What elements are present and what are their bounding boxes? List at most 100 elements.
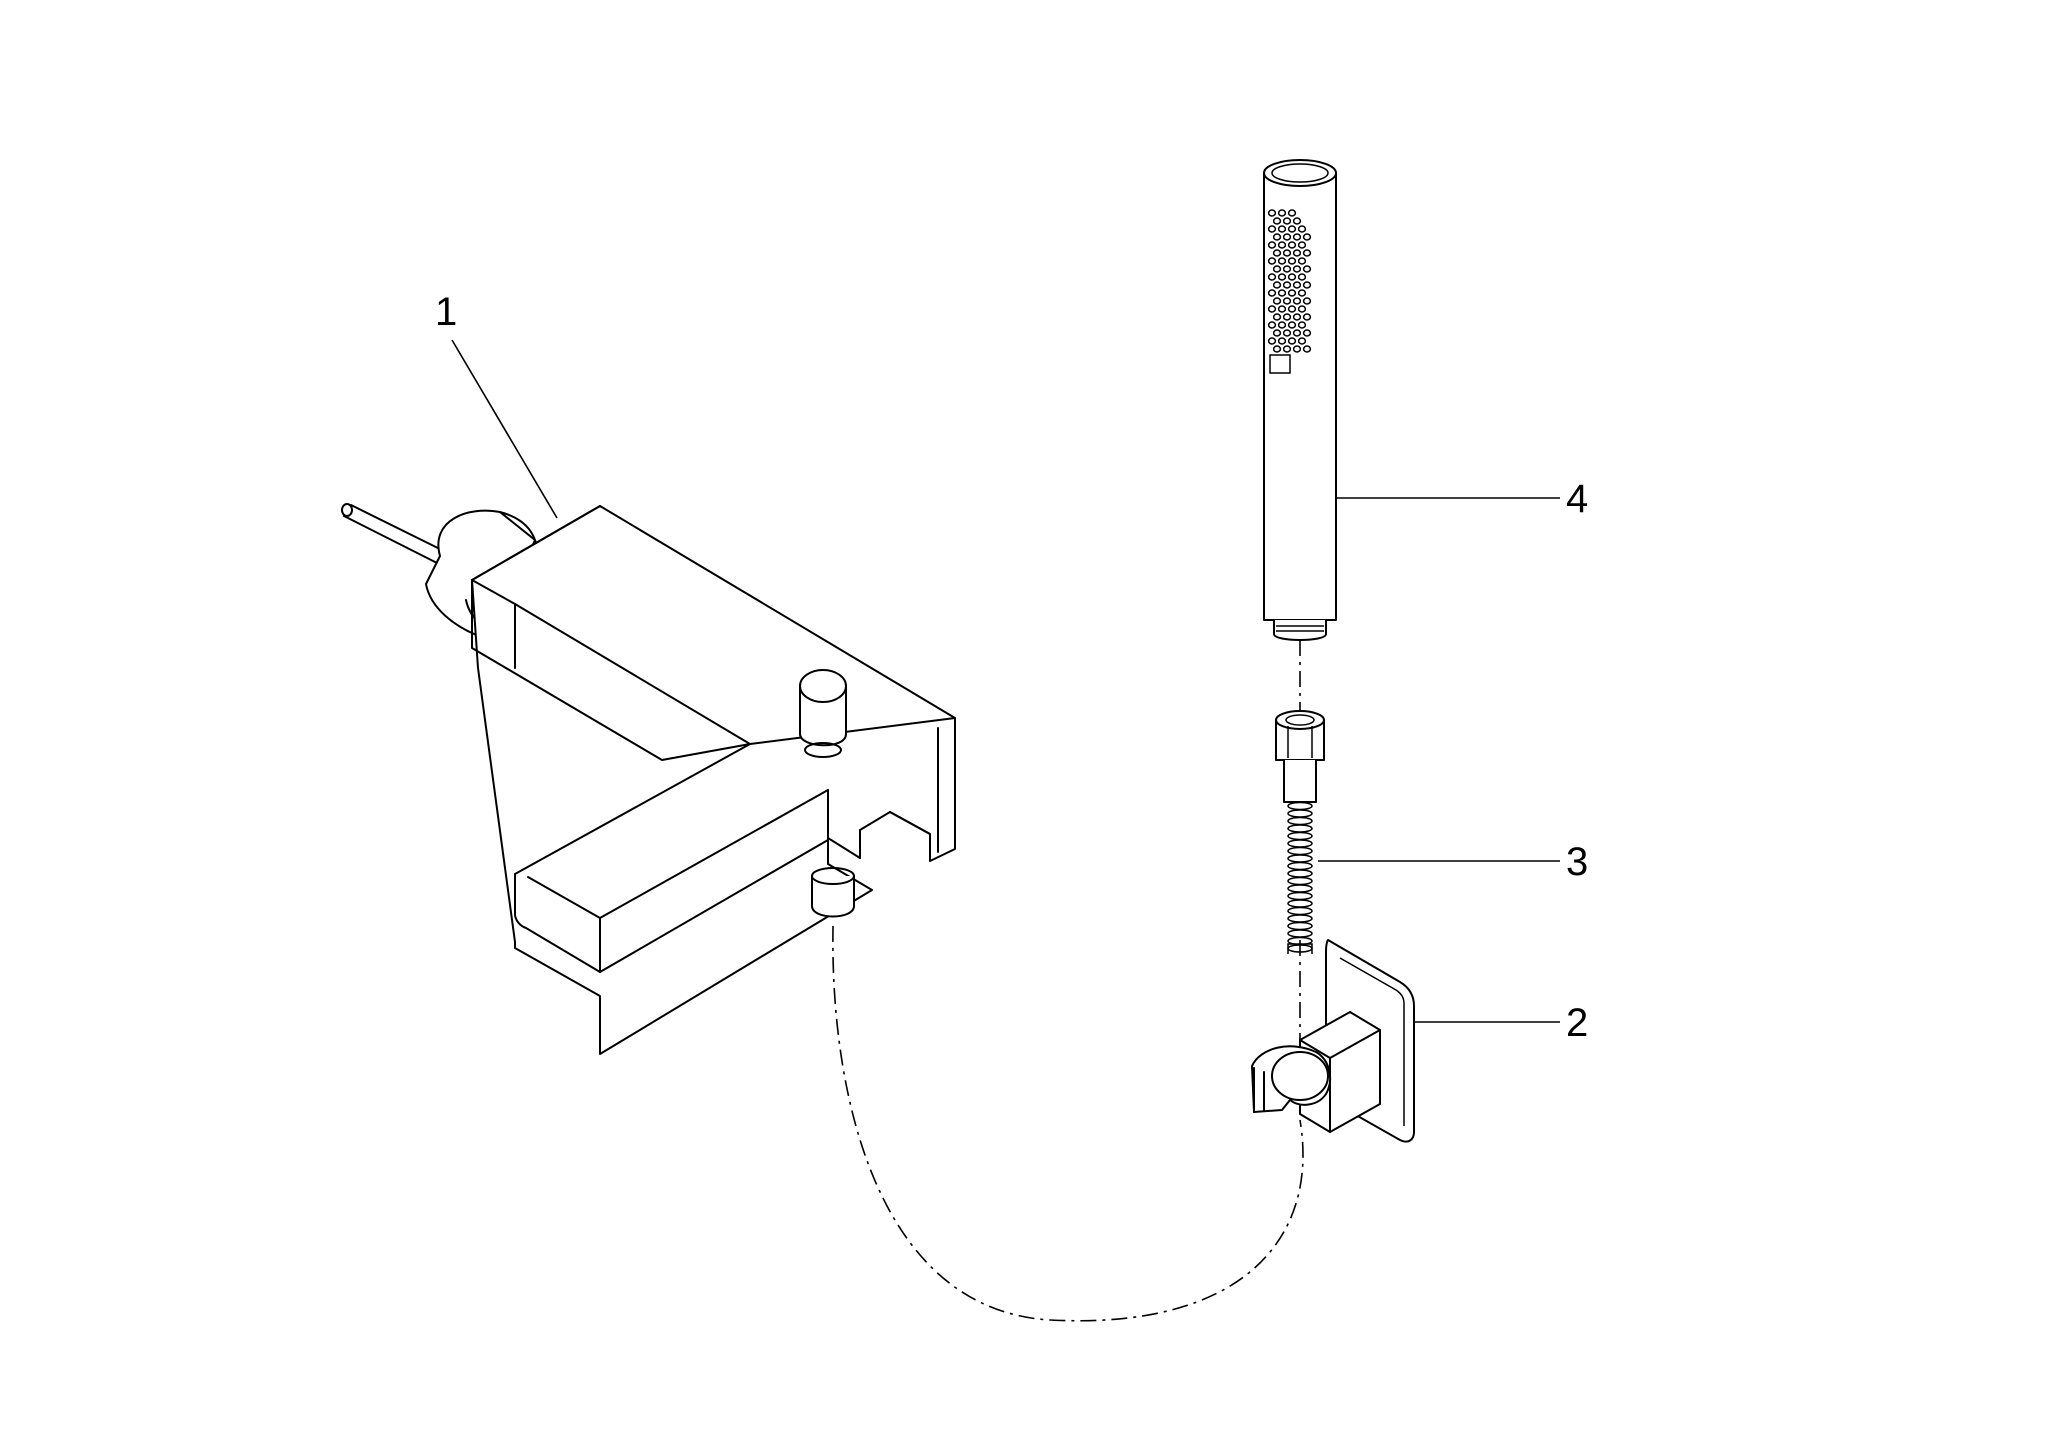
nozzle-dot [1267,209,1277,217]
nozzle-dot [1277,337,1287,345]
nozzle-dot [1267,241,1277,249]
nozzle-dot [1287,321,1297,329]
nozzle-dot [1282,265,1292,273]
nozzle-dot [1277,273,1287,281]
nozzle-dot [1302,297,1312,305]
callout-number-4: 4 [1566,477,1588,521]
nozzle-dot [1302,313,1312,321]
callout-number-3: 3 [1566,840,1588,884]
hose-ring [1287,899,1313,908]
nozzle-dot [1297,305,1307,313]
nozzle-dot [1277,257,1287,265]
nozzle-dot [1282,345,1292,353]
nozzle-dot [1272,329,1282,337]
nozzle-dot [1282,313,1292,321]
hose-ring [1287,801,1313,811]
nozzle-dot [1282,297,1292,305]
nozzle-dot [1267,225,1277,233]
nozzle-dot [1292,297,1302,305]
assembly-centerlines [832,640,1304,1322]
nozzle-dot [1272,297,1282,305]
hose-ring [1287,891,1313,901]
nozzle-dot [1277,321,1287,329]
nozzle-dot [1302,233,1312,241]
hose-ring [1287,914,1313,923]
hose-ring [1287,884,1313,893]
hose-ring [1287,809,1313,818]
hose-ring [1287,929,1313,938]
nozzle-dot [1297,257,1307,265]
shower-hose-part [1275,710,1325,954]
hose-ring [1287,831,1313,841]
nozzle-dot [1272,313,1282,321]
bath-mixer-part [341,503,956,1055]
nozzle-dot [1272,217,1282,225]
nozzle-dot [1272,233,1282,241]
hose-ring [1287,846,1313,856]
callout-4: 4 [1336,477,1588,521]
mixer-body [471,505,956,1055]
spray-nozzles [1267,209,1312,353]
nozzle-dot [1287,273,1297,281]
nozzle-dot [1297,273,1307,281]
nozzle-dot [1277,225,1287,233]
callout-1: 1 [435,290,558,519]
nozzle-dot [1297,289,1307,297]
nozzle-dot [1292,345,1302,353]
nozzle-dot [1292,217,1302,225]
nozzle-dot [1277,305,1287,313]
nozzle-dot [1292,313,1302,321]
nozzle-dot [1297,225,1307,233]
nozzle-dot [1297,337,1307,345]
nozzle-dot [1287,241,1297,249]
hose-outlet [811,867,855,918]
nozzle-dot [1272,281,1282,289]
nozzle-dot [1297,321,1307,329]
nozzle-dot [1302,329,1312,337]
hose-ring [1287,869,1313,878]
callout-3: 3 [1318,840,1588,884]
nozzle-dot [1282,233,1292,241]
nozzle-dot [1272,265,1282,273]
nozzle-dot [1272,249,1282,257]
nozzle-dot [1292,249,1302,257]
nozzle-dot [1267,273,1277,281]
hose-ring [1287,861,1313,871]
callout-2: 2 [1414,1001,1588,1045]
nozzle-dot [1277,289,1287,297]
hose-ring [1287,854,1313,863]
hose-ring [1287,906,1313,916]
nozzle-dot [1302,345,1312,353]
hose-corrugations [1287,801,1313,954]
nozzle-dot [1287,289,1297,297]
nozzle-dot [1287,225,1297,233]
nozzle-dot [1267,257,1277,265]
nozzle-dot [1302,265,1312,273]
hose-ring [1287,839,1313,848]
nozzle-dot [1287,305,1297,313]
nozzle-dot [1302,281,1312,289]
nozzle-dot [1282,281,1292,289]
nozzle-dot [1267,305,1277,313]
callout-number-2: 2 [1566,1001,1588,1045]
nozzle-dot [1287,337,1297,345]
nozzle-dot [1267,289,1277,297]
nozzle-dot [1272,345,1282,353]
logo-patch [1269,354,1291,374]
nozzle-dot [1267,337,1277,345]
wall-rod [341,503,449,567]
hand-shower-part [1263,159,1337,641]
nozzle-dot [1277,209,1287,217]
diverter-knob [799,669,847,758]
nozzle-dot [1292,329,1302,337]
nozzle-dot [1282,249,1292,257]
nozzle-dot [1292,281,1302,289]
callout-number-1: 1 [435,290,457,334]
hose-ring [1287,824,1313,833]
nozzle-dot [1267,321,1277,329]
nozzle-dot [1277,241,1287,249]
nozzle-dot [1287,257,1297,265]
nozzle-dot [1282,217,1292,225]
wall-holder-part [1251,939,1415,1143]
